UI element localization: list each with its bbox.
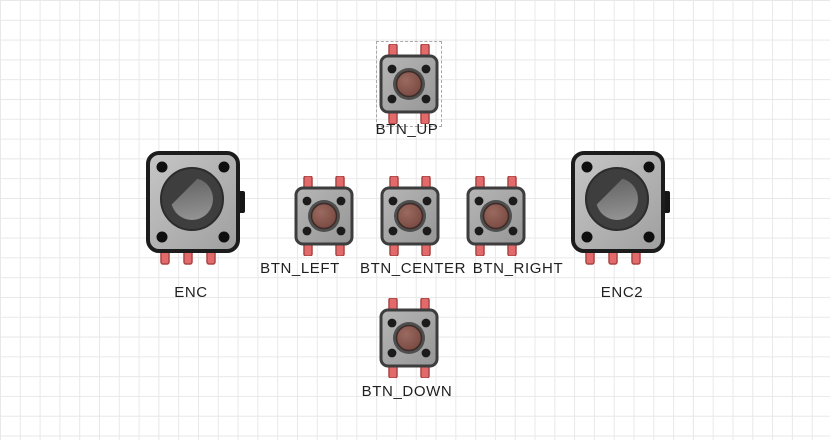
component-btn-right[interactable] bbox=[466, 176, 526, 256]
component-btn-center[interactable] bbox=[380, 176, 440, 256]
component-label-enc: ENC bbox=[174, 284, 208, 301]
component-label-btn-center: BTN_CENTER bbox=[359, 260, 467, 277]
pushbutton-icon bbox=[379, 44, 439, 124]
pushbutton-icon bbox=[294, 176, 354, 256]
pushbutton-icon bbox=[466, 176, 526, 256]
component-label-btn-left: BTN_LEFT bbox=[260, 260, 340, 277]
pushbutton-icon bbox=[379, 298, 439, 378]
component-label-btn-right: BTN_RIGHT bbox=[472, 260, 564, 277]
rotary-encoder-icon bbox=[571, 151, 671, 267]
component-label-enc2: ENC2 bbox=[600, 284, 644, 301]
component-enc[interactable] bbox=[146, 151, 246, 267]
component-btn-left[interactable] bbox=[294, 176, 354, 256]
component-btn-up[interactable] bbox=[376, 41, 442, 127]
component-label-btn-up: BTN_UP bbox=[375, 121, 439, 138]
component-btn-down[interactable] bbox=[379, 298, 439, 378]
pushbutton-icon bbox=[380, 176, 440, 256]
component-label-btn-down: BTN_DOWN bbox=[361, 383, 453, 400]
component-enc2[interactable] bbox=[571, 151, 671, 267]
rotary-encoder-icon bbox=[146, 151, 246, 267]
